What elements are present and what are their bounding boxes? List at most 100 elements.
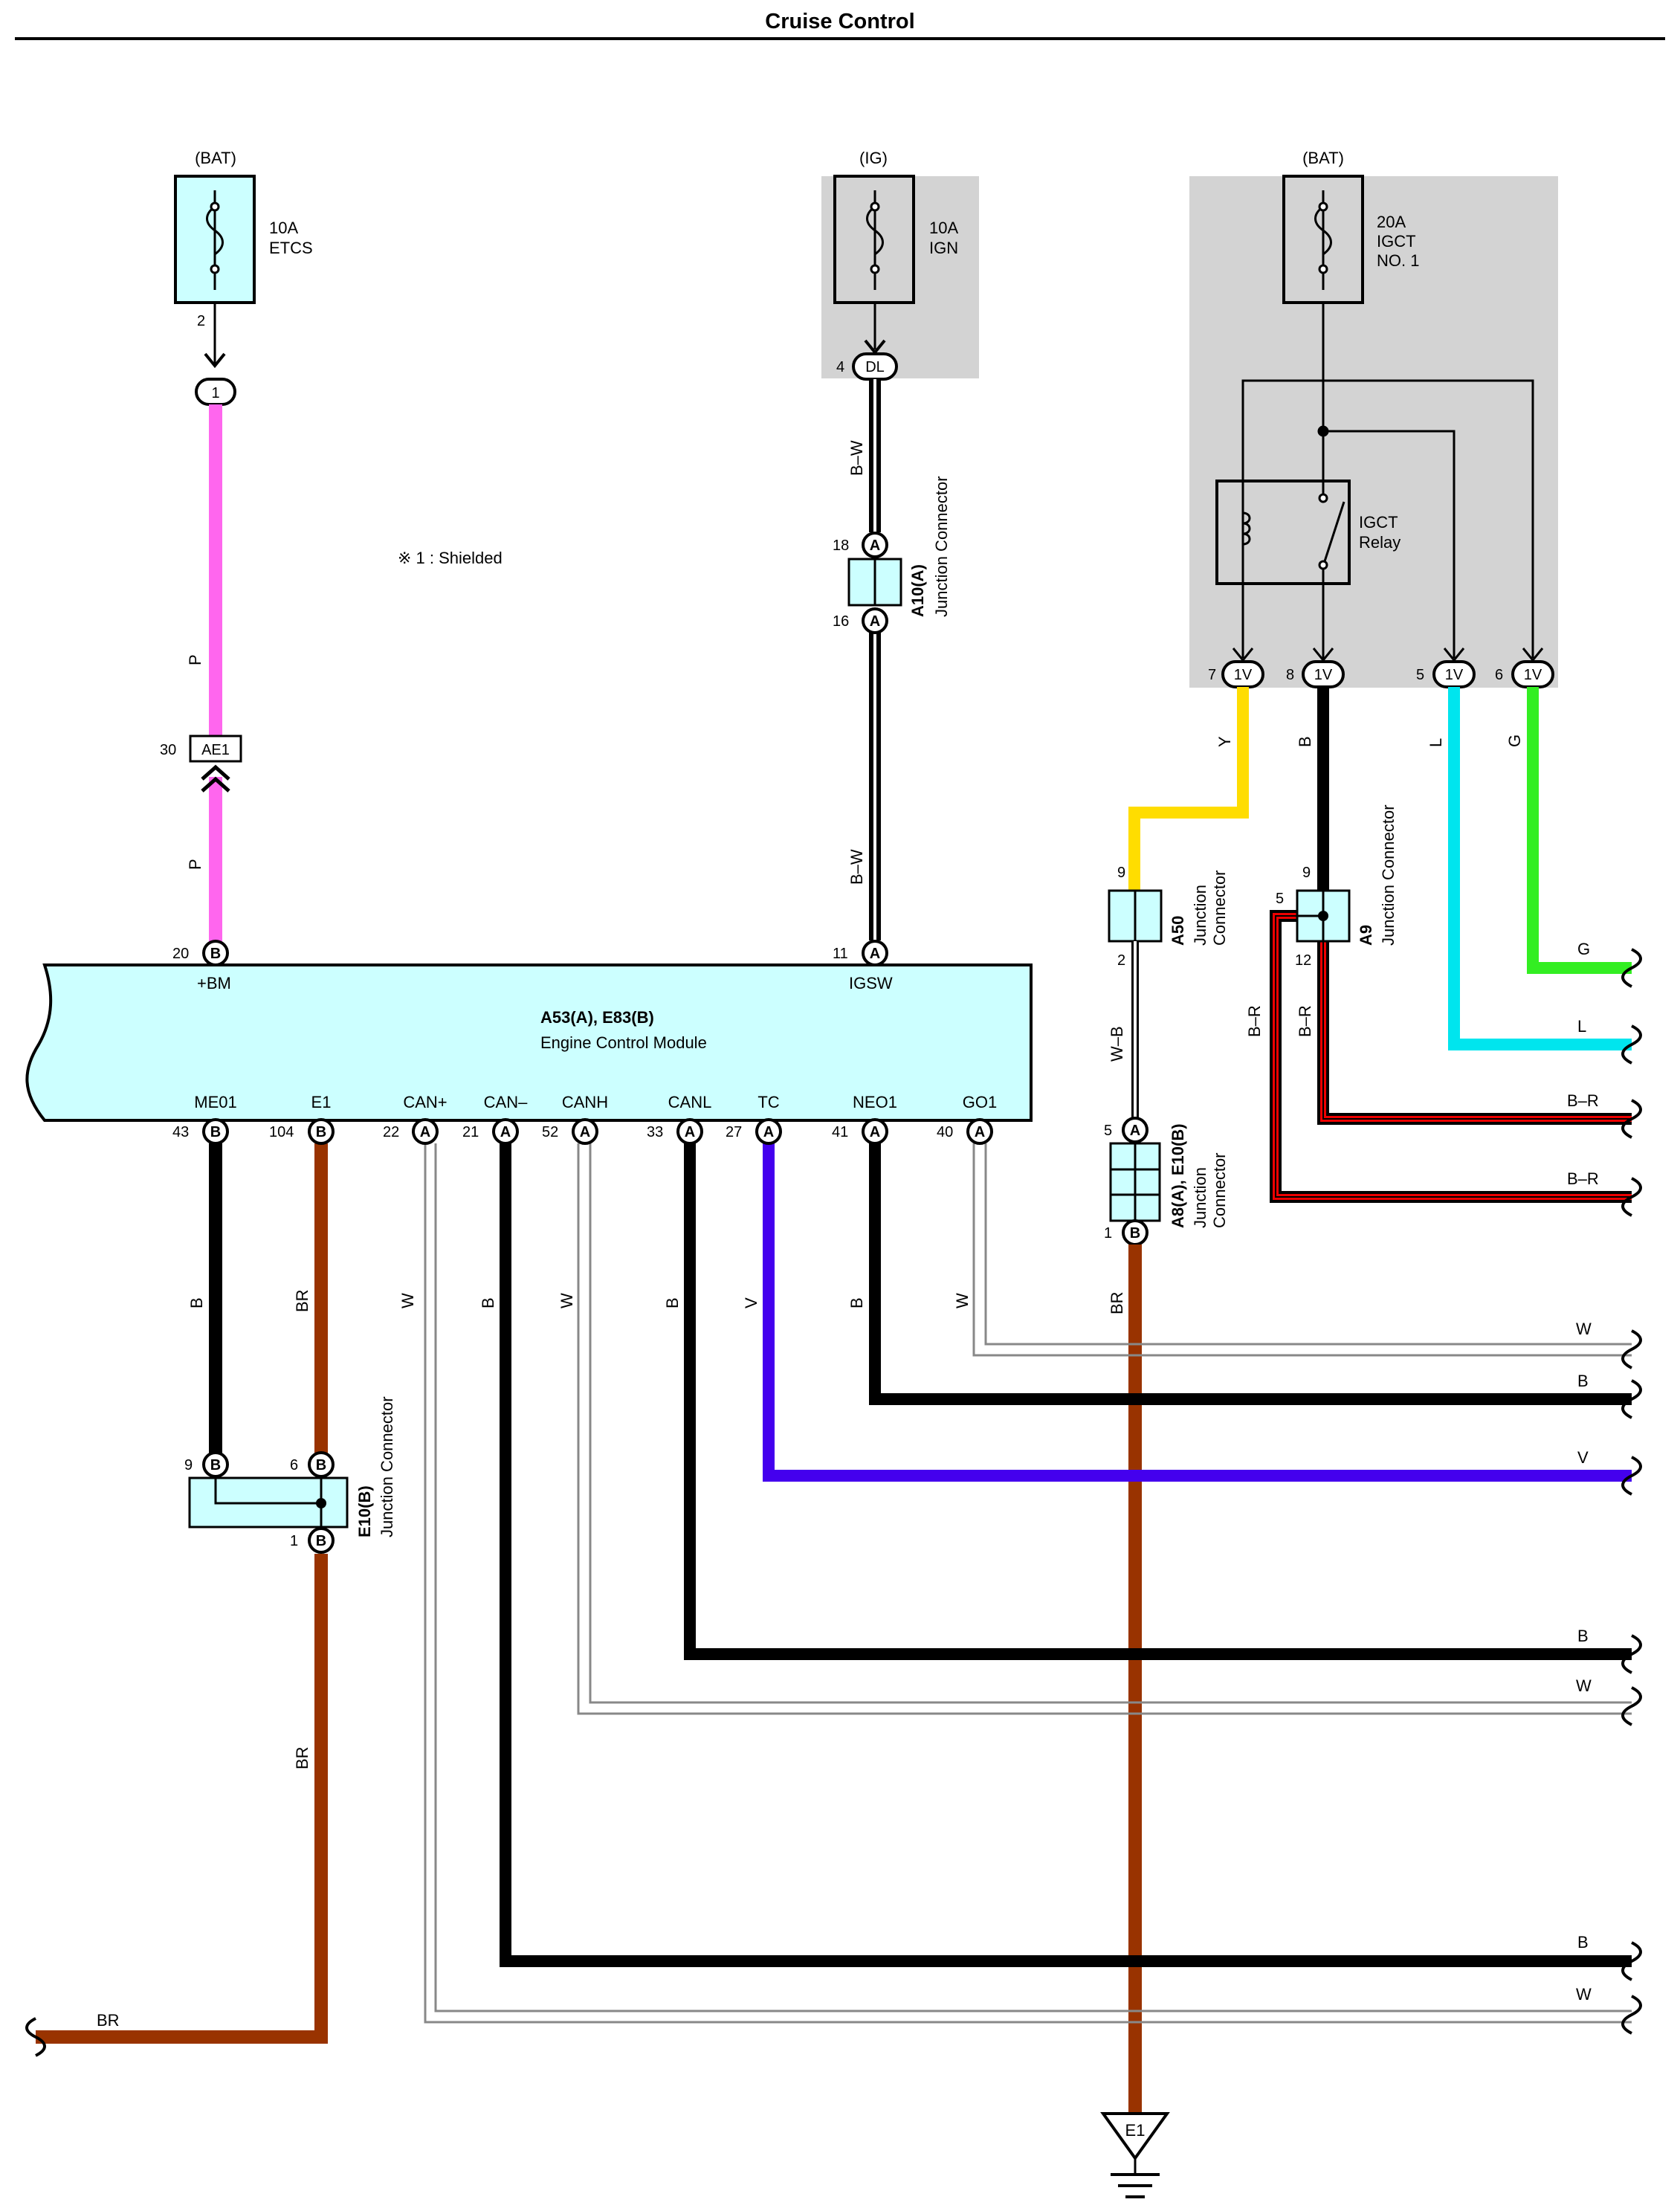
svg-text:22: 22 — [383, 1124, 399, 1140]
fuse-ign-name: IGN — [929, 239, 958, 257]
wire-label-bw-1: B–W — [847, 440, 866, 476]
wire-label-b-canl-end: B — [1577, 1627, 1589, 1645]
svg-text:IGSW: IGSW — [849, 974, 893, 992]
wire-can-plus-white-2 — [434, 1143, 1632, 2012]
svg-text:18: 18 — [833, 538, 849, 554]
wire-label-b-neo1-end: B — [1577, 1372, 1589, 1390]
svg-text:1V: 1V — [1524, 667, 1542, 683]
junction-a50: 9 2 A50 Junction Connector — [1108, 865, 1229, 969]
wire-label-br-left: BR — [97, 2011, 120, 2030]
svg-text:A: A — [870, 1124, 880, 1140]
svg-text:27: 27 — [726, 1124, 742, 1140]
igct-relay-circuit — [1215, 303, 1544, 669]
wire-label-p-1: P — [186, 654, 204, 665]
wires-b-r — [1270, 910, 1632, 1203]
svg-text:1: 1 — [290, 1533, 298, 1549]
svg-text:A: A — [420, 1124, 430, 1140]
ecm-label-can-plus: CAN+ — [403, 1093, 447, 1111]
wire-label-b-canminus-end: B — [1577, 1933, 1589, 1952]
ecm-label-canl: CANL — [668, 1093, 712, 1111]
wire-yellow — [1128, 687, 1249, 892]
fuse-ign: (IG) 10A IGN — [833, 149, 958, 355]
wire-label-br-2: B–R — [1296, 1005, 1314, 1037]
relay-label-1: IGCT — [1359, 513, 1398, 532]
svg-text:9: 9 — [1302, 865, 1311, 881]
svg-text:A: A — [975, 1124, 985, 1140]
wire-green-g — [1527, 687, 1632, 974]
fuse-etcs-rating: 10A — [269, 219, 298, 237]
wire-label-w-go1-end: W — [1576, 1320, 1592, 1338]
svg-text:20: 20 — [172, 946, 189, 962]
wire-label-bw-2: B–W — [847, 849, 866, 885]
ecm-label-neo1: NEO1 — [853, 1093, 897, 1111]
svg-text:43: 43 — [172, 1124, 189, 1140]
fuse-igct-source: (BAT) — [1302, 149, 1344, 167]
connector-dl: DL 4 — [836, 352, 898, 381]
svg-text:12: 12 — [1295, 952, 1311, 969]
break-mark-left — [25, 2017, 46, 2057]
wire-go1-white-2 — [984, 1143, 1632, 1346]
svg-text:A: A — [500, 1124, 511, 1140]
svg-text:A: A — [870, 613, 880, 630]
shielded-note: ※ 1 : Shielded — [398, 549, 503, 567]
diagram-title: Cruise Control — [765, 10, 914, 33]
svg-text:E1: E1 — [1125, 2121, 1146, 2140]
ecm-label-me01: ME01 — [194, 1093, 236, 1111]
junction-a10: A 18 A 16 A10(A) Junction Connector — [833, 476, 951, 634]
wire-label-w-canplus: W — [398, 1293, 417, 1308]
relay-label-2: Relay — [1359, 533, 1400, 552]
wire-label-w-canplus-end: W — [1576, 1985, 1592, 2004]
svg-text:30: 30 — [160, 742, 176, 758]
wire-canh-white-2 — [589, 1143, 1632, 1704]
junction-a9: 9 5 12 A9 Junction Connector — [1276, 804, 1398, 969]
wire-can-minus-black — [500, 1143, 1632, 1967]
wire-cyan-l — [1448, 687, 1632, 1050]
wire-label-br-e1: BR — [293, 1289, 311, 1312]
wire-brown-lower — [36, 1554, 328, 2044]
svg-text:9: 9 — [184, 1457, 193, 1473]
svg-text:B: B — [210, 1457, 221, 1473]
wire-label-v-tc-end: V — [1577, 1448, 1589, 1467]
ecm-label-canh: CANH — [562, 1093, 608, 1111]
connector-1: 1 — [195, 378, 236, 406]
wire-label-wb: W–B — [1108, 1026, 1126, 1062]
fuse-etcs-pin: 2 — [197, 313, 205, 329]
svg-text:11: 11 — [833, 946, 848, 962]
svg-text:Connector: Connector — [1210, 1152, 1229, 1228]
svg-text:AE1: AE1 — [201, 742, 230, 758]
svg-text:A: A — [870, 946, 880, 962]
svg-text:A: A — [763, 1124, 774, 1140]
wire-label-br-lower: BR — [293, 1746, 311, 1769]
svg-text:Junction Connector: Junction Connector — [1379, 804, 1398, 946]
wire-canl-black — [684, 1143, 1632, 1660]
wire-label-v-tc: V — [742, 1297, 760, 1308]
wire-can-plus-white — [424, 1143, 1632, 2024]
wire-label-g-1: G — [1505, 735, 1524, 747]
svg-text:7: 7 — [1208, 667, 1216, 683]
svg-text:B: B — [210, 946, 221, 962]
fuse-igct-name: IGCT — [1377, 232, 1416, 251]
ecm-type: Engine Control Module — [540, 1033, 707, 1052]
wire-label-b-canl: B — [663, 1297, 682, 1308]
svg-text:DL: DL — [865, 359, 885, 375]
fuse-ign-source: (IG) — [859, 149, 888, 167]
svg-text:A8(A), E10(B): A8(A), E10(B) — [1169, 1123, 1187, 1228]
ecm-label-e1: E1 — [311, 1093, 332, 1111]
engine-control-module: A53(A), E83(B) Engine Control Module — [25, 963, 1033, 1122]
fuse-igct: (BAT) 20A IGCT NO. 1 — [1282, 149, 1419, 304]
svg-text:41: 41 — [832, 1124, 848, 1140]
svg-text:1: 1 — [1104, 1225, 1112, 1242]
svg-text:B: B — [316, 1533, 326, 1549]
svg-text:A50: A50 — [1169, 916, 1187, 946]
connector-ae1: AE1 30 — [160, 735, 242, 793]
wire-label-b-neo1: B — [847, 1297, 866, 1308]
wire-label-b-relay: B — [1296, 736, 1314, 747]
wire-label-br-1: B–R — [1245, 1005, 1264, 1037]
wire-go1-white — [972, 1143, 1632, 1357]
dl-pin: 4 — [836, 359, 844, 375]
wire-canh-white — [577, 1143, 1632, 1715]
svg-text:Junction: Junction — [1191, 885, 1209, 946]
wire-tc-violet — [763, 1143, 1632, 1482]
svg-text:5: 5 — [1276, 891, 1284, 907]
